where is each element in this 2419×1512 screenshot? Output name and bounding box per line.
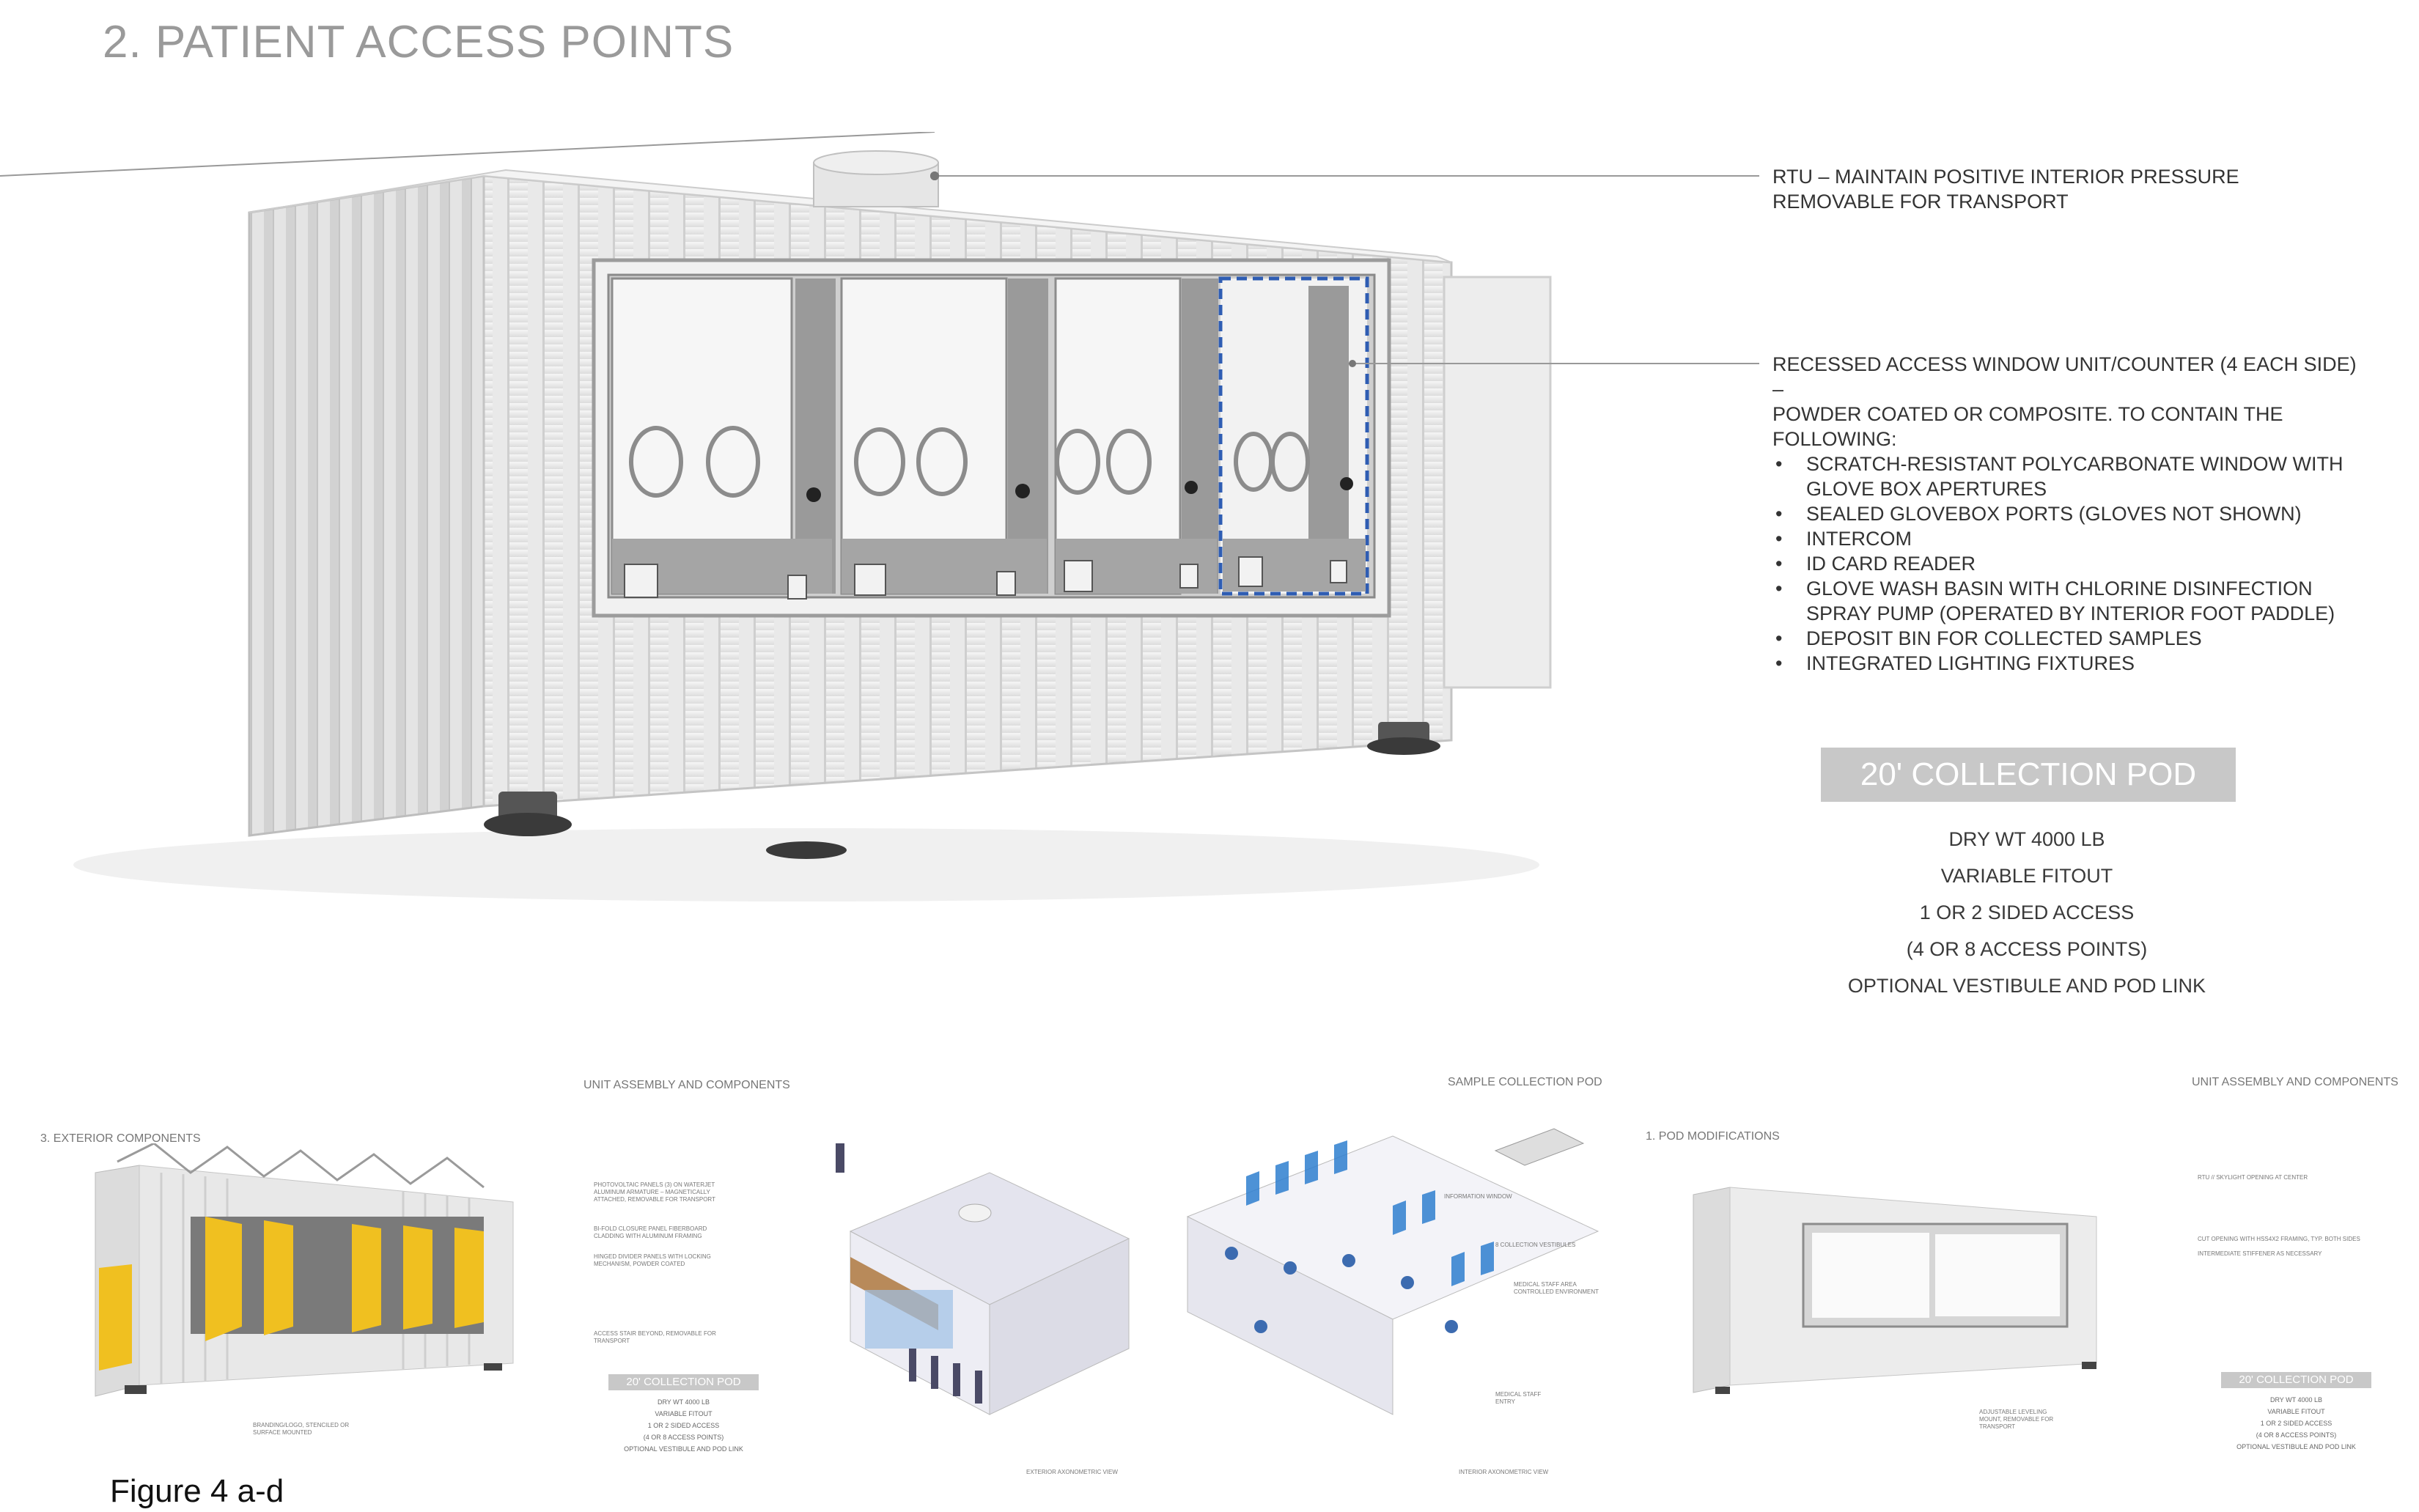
thumb-a-header: UNIT ASSEMBLY AND COMPONENTS: [583, 1079, 790, 1091]
thumb-d-pod-title: 20' COLLECTION POD: [2221, 1372, 2371, 1388]
thumb-a-pod-spec: VARIABLE FITOUT: [655, 1410, 713, 1417]
window-component-list: SCRATCH-RESISTANT POLYCARBONATE WINDOW W…: [1772, 451, 2359, 676]
list-item: SCRATCH-RESISTANT POLYCARBONATE WINDOW W…: [1772, 451, 2359, 501]
thumb-c-note: 8 COLLECTION VESTIBULES: [1495, 1242, 1576, 1248]
thumb-d-pod-spec: OPTIONAL VESTIBULE AND POD LINK: [2236, 1443, 2356, 1450]
thumb-d-note: CUT OPENING WITH HSS4X2 FRAMING, TYP. BO…: [2198, 1236, 2360, 1242]
list-item: INTERCOM: [1772, 526, 2359, 551]
thumb-d-pod-spec: VARIABLE FITOUT: [2267, 1408, 2325, 1415]
thumb-a-note: ACCESS STAIR BEYOND, REMOVABLE FOR TRANS…: [594, 1330, 716, 1344]
rtu-callout-line: RTU – MAINTAIN POSITIVE INTERIOR PRESSUR…: [1772, 166, 2239, 188]
window-callout: RECESSED ACCESS WINDOW UNIT/COUNTER (4 E…: [1772, 352, 2359, 676]
thumb-d-pod-spec: 1 OR 2 SIDED ACCESS: [2260, 1420, 2333, 1427]
list-item: INTEGRATED LIGHTING FIXTURES: [1772, 651, 2359, 676]
pod-spec-line: DRY WT 4000 LB: [1948, 828, 2105, 850]
pod-spec-line: OPTIONAL VESTIBULE AND POD LINK: [1847, 975, 2206, 997]
container-rendering: [0, 132, 1613, 901]
thumb-a-illustration: [95, 1143, 514, 1397]
thumb-a-pod-spec: 1 OR 2 SIDED ACCESS: [647, 1422, 720, 1429]
thumb-c-note: MEDICAL STAFF ENTRY: [1495, 1391, 1542, 1405]
thumb-c-note: INFORMATION WINDOW: [1444, 1193, 1512, 1200]
window-callout-line: RECESSED ACCESS WINDOW UNIT/COUNTER (4 E…: [1772, 353, 2357, 400]
thumb-a-section: 3. EXTERIOR COMPONENTS: [40, 1132, 201, 1145]
thumb-b-illustration: [836, 1143, 1130, 1415]
thumb-d-section: 1. POD MODIFICATIONS: [1646, 1130, 1780, 1143]
thumb-a-pod-title: 20' COLLECTION POD: [608, 1374, 759, 1390]
thumb-d-illustration: [1693, 1187, 2097, 1394]
thumb-d-header: UNIT ASSEMBLY AND COMPONENTS: [2192, 1076, 2398, 1088]
thumb-d-note: RTU // SKYLIGHT OPENING AT CENTER: [2198, 1174, 2308, 1181]
list-item: ID CARD READER: [1772, 551, 2359, 576]
rtu-callout: RTU – MAINTAIN POSITIVE INTERIOR PRESSUR…: [1772, 164, 2239, 214]
thumb-a-pod-spec: (4 OR 8 ACCESS POINTS): [643, 1434, 724, 1441]
pod-title-badge: 20' COLLECTION POD: [1821, 748, 2236, 802]
thumb-a-note: BRANDING/LOGO, STENCILED OR SURFACE MOUN…: [253, 1422, 350, 1436]
thumb-c-note: MEDICAL STAFF AREA CONTROLLED ENVIRONMEN…: [1514, 1281, 1599, 1295]
thumb-a-note: HINGED DIVIDER PANELS WITH LOCKING MECHA…: [594, 1253, 711, 1267]
rtu-callout-line: REMOVABLE FOR TRANSPORT: [1772, 191, 2069, 213]
page-title: 2. PATIENT ACCESS POINTS: [103, 17, 734, 67]
list-item: DEPOSIT BIN FOR COLLECTED SAMPLES: [1772, 626, 2359, 651]
thumb-a-note: BI-FOLD CLOSURE PANEL FIBERBOARD CLADDIN…: [594, 1225, 707, 1239]
thumb-a-pod-spec: OPTIONAL VESTIBULE AND POD LINK: [624, 1445, 743, 1453]
window-callout-line: POWDER COATED OR COMPOSITE. TO CONTAIN T…: [1772, 403, 2283, 425]
thumb-c-illustration: [1186, 1128, 1599, 1415]
list-item: GLOVE WASH BASIN WITH CHLORINE DISINFECT…: [1772, 576, 2359, 626]
list-item: SEALED GLOVEBOX PORTS (GLOVES NOT SHOWN): [1772, 501, 2359, 526]
window-callout-line: FOLLOWING:: [1772, 428, 1897, 450]
thumb-a-pod-spec: DRY WT 4000 LB: [657, 1398, 710, 1406]
thumb-b-caption: EXTERIOR AXONOMETRIC VIEW: [1026, 1469, 1118, 1475]
thumb-d-pod-spec: (4 OR 8 ACCESS POINTS): [2256, 1431, 2337, 1439]
thumb-d-note: ADJUSTABLE LEVELING MOUNT, REMOVABLE FOR…: [1979, 1409, 2054, 1430]
pod-spec-line: 1 OR 2 SIDED ACCESS: [1919, 901, 2135, 923]
pod-spec-line: (4 OR 8 ACCESS POINTS): [1906, 938, 2148, 960]
thumb-d-note: INTERMEDIATE STIFFENER AS NECESSARY: [2198, 1250, 2322, 1257]
thumb-c-header: SAMPLE COLLECTION POD: [1448, 1076, 1602, 1088]
thumb-a-note: PHOTOVOLTAIC PANELS (3) ON WATERJET ALUM…: [594, 1181, 715, 1203]
pod-spec-line: VARIABLE FITOUT: [1940, 865, 2113, 887]
thumb-c-caption: INTERIOR AXONOMETRIC VIEW: [1459, 1469, 1549, 1475]
thumb-d-pod-spec: DRY WT 4000 LB: [2269, 1396, 2323, 1404]
figure-caption: Figure 4 a-d: [110, 1473, 284, 1509]
